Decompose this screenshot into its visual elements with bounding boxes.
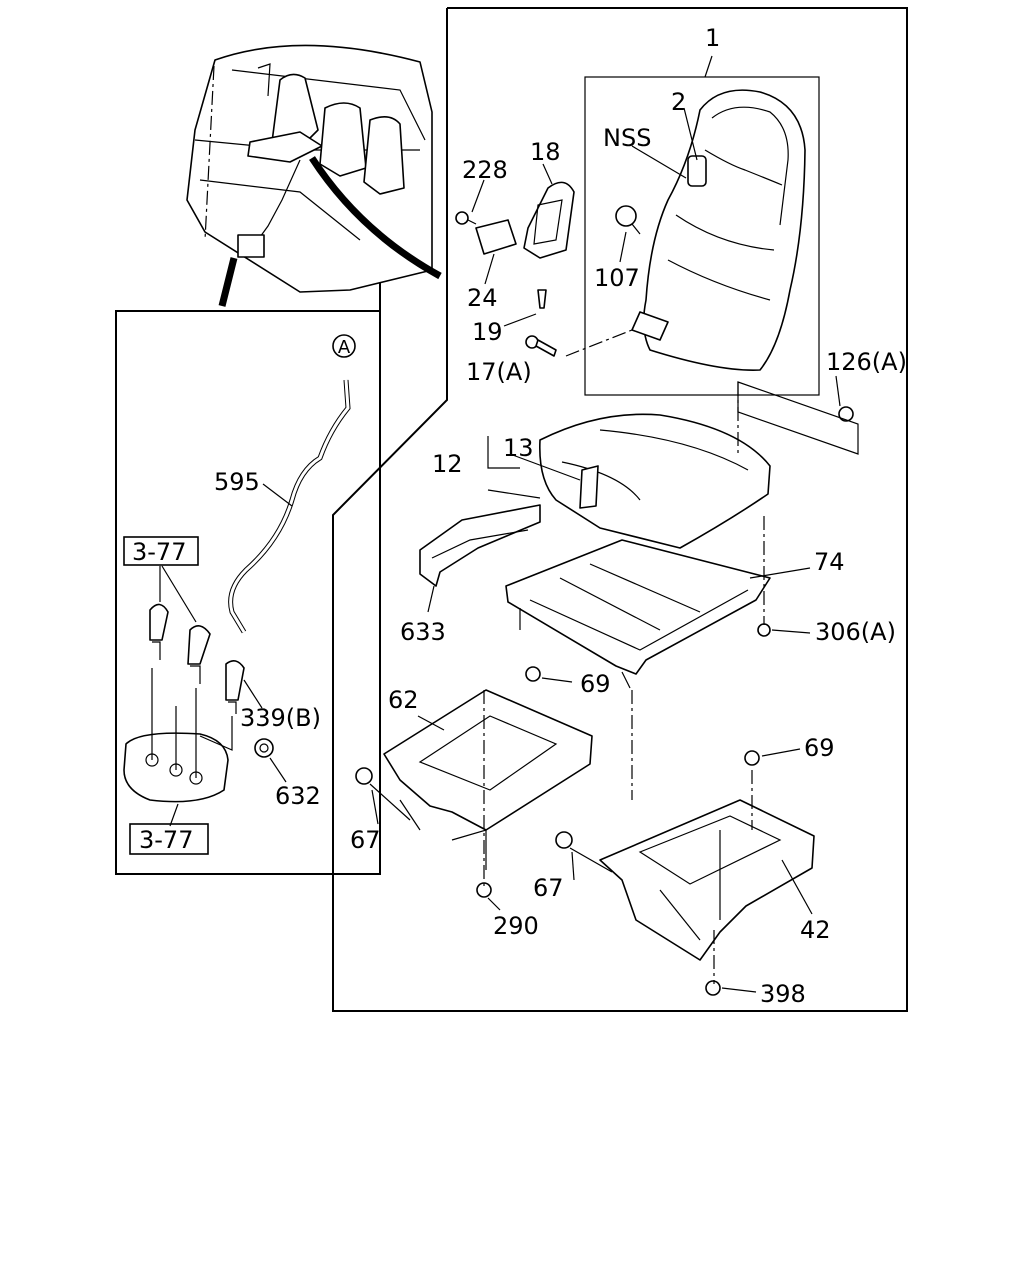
circle-a-label: A — [338, 337, 351, 358]
callout-nss: NSS — [603, 124, 651, 152]
seat-cushion-assembly — [539, 413, 771, 549]
callout-67-right: 67 — [533, 874, 564, 902]
nut-306a — [757, 623, 771, 637]
bolt-17a — [525, 335, 557, 357]
nut-126a — [838, 406, 854, 422]
seat-riser-42 — [599, 799, 815, 961]
connector-339b — [225, 660, 245, 714]
armrest-cover-18 — [523, 181, 575, 259]
callout-398: 398 — [760, 980, 806, 1008]
cover-bracket-633 — [419, 504, 541, 587]
headrest-knob-107 — [615, 205, 641, 235]
harness-detail-box — [115, 310, 381, 875]
nut-69-right — [744, 750, 760, 766]
callout-290: 290 — [493, 912, 539, 940]
callout-1: 1 — [705, 24, 720, 52]
callout-18: 18 — [530, 138, 561, 166]
circle-a-marker — [332, 334, 356, 358]
bolt-67-right — [555, 831, 613, 873]
callout-12: 12 — [432, 450, 463, 478]
callout-595: 595 — [214, 468, 260, 496]
screw-228 — [455, 211, 477, 225]
callout-13: 13 — [503, 434, 534, 462]
ref-3-77-top: 3-77 — [132, 538, 186, 566]
callout-339b: 339(B) — [240, 704, 321, 732]
callout-74: 74 — [814, 548, 845, 576]
nut-398 — [705, 980, 721, 996]
callout-42: 42 — [800, 916, 831, 944]
grommet-632 — [254, 738, 274, 758]
slide-rail-assembly — [505, 539, 771, 689]
callout-62: 62 — [388, 686, 419, 714]
harness-595 — [228, 379, 351, 634]
callout-17a: 17(A) — [466, 358, 532, 386]
seat-base-62 — [383, 689, 593, 870]
screw-19 — [537, 289, 547, 309]
callout-19: 19 — [472, 318, 503, 346]
callout-306a: 306(A) — [815, 618, 896, 646]
callout-69-right: 69 — [804, 734, 835, 762]
cab-overview-illustration — [186, 44, 442, 307]
callout-67-left: 67 — [350, 826, 381, 854]
seatback-group-box — [584, 76, 820, 396]
callout-2: 2 — [671, 88, 686, 116]
callout-69-upper: 69 — [580, 670, 611, 698]
callout-107: 107 — [594, 264, 640, 292]
nut-69-upper — [525, 666, 541, 682]
ref-box-3-77-top — [123, 536, 199, 566]
main-assembly-frame — [332, 7, 908, 1012]
bolt-67-left — [355, 767, 411, 821]
callout-24: 24 — [467, 284, 498, 312]
seatback-assembly — [631, 89, 806, 371]
armrest-cap-24 — [475, 219, 517, 255]
ref-3-77-bottom: 3-77 — [139, 826, 193, 854]
connector-3-77-right — [187, 625, 211, 684]
ref-box-3-77-bottom — [129, 823, 209, 855]
callout-126a: 126(A) — [826, 348, 907, 376]
callout-228: 228 — [462, 156, 508, 184]
callout-632: 632 — [275, 782, 321, 810]
callout-633: 633 — [400, 618, 446, 646]
connector-3-77-left — [149, 603, 169, 660]
